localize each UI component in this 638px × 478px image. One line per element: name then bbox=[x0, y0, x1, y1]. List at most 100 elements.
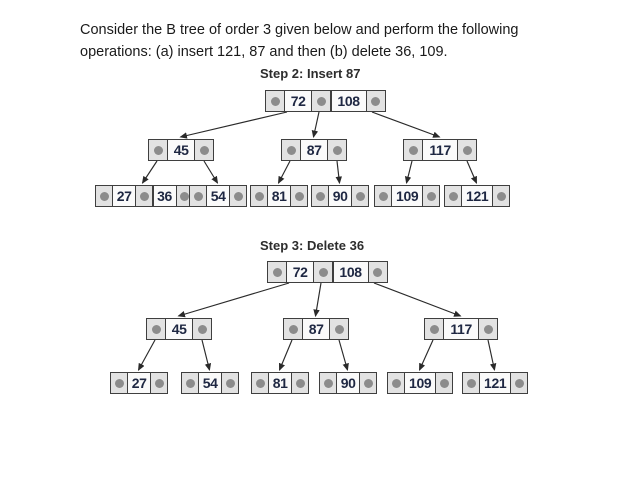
key-cell: 108 bbox=[331, 91, 366, 111]
pointer-cell bbox=[136, 186, 153, 206]
edge-arrow bbox=[179, 111, 288, 139]
key-cell: 54 bbox=[207, 186, 230, 206]
edge-arrow bbox=[487, 339, 497, 372]
key-cell: 108 bbox=[333, 262, 368, 282]
pointer-cell bbox=[388, 373, 404, 393]
btree-node-internal: 45 bbox=[148, 139, 215, 161]
btree-node-leaf: 121 bbox=[444, 185, 511, 207]
pointer-dot-icon bbox=[323, 378, 333, 388]
key-cell: 121 bbox=[462, 186, 493, 206]
btree-node-leaf: 109 bbox=[374, 185, 441, 207]
pointer-dot-icon bbox=[199, 145, 209, 155]
pointer-cell bbox=[147, 319, 165, 339]
btree-node-internal: 117 bbox=[424, 318, 499, 340]
pointer-cell bbox=[328, 140, 347, 160]
key-cell: 36 bbox=[153, 186, 176, 206]
tree-title: Step 2: Insert 87 bbox=[260, 66, 361, 81]
pointer-dot-icon bbox=[363, 378, 373, 388]
pointer-cell bbox=[176, 186, 193, 206]
pointer-dot-icon bbox=[371, 96, 381, 106]
pointer-dot-icon bbox=[286, 145, 296, 155]
key-cell: 27 bbox=[128, 373, 151, 393]
pointer-cell bbox=[284, 319, 302, 339]
btree-node-internal: 45 bbox=[146, 318, 213, 340]
pointer-dot-icon bbox=[334, 324, 344, 334]
pointer-dot-icon bbox=[197, 324, 207, 334]
pointer-cell bbox=[251, 186, 267, 206]
pointer-cell bbox=[230, 186, 247, 206]
pointer-dot-icon bbox=[332, 145, 342, 155]
pointer-dot-icon bbox=[139, 191, 149, 201]
btree-node-leaf: 90 bbox=[311, 185, 370, 207]
key-cell: 109 bbox=[405, 373, 436, 393]
btree-node-internal: 87 bbox=[281, 139, 348, 161]
edge-arrow bbox=[311, 111, 320, 139]
pointer-dot-icon bbox=[373, 267, 383, 277]
pointer-dot-icon bbox=[391, 378, 401, 388]
edge-arrow bbox=[404, 160, 413, 185]
pointer-dot-icon bbox=[233, 191, 243, 201]
key-cell: 90 bbox=[337, 373, 360, 393]
key-cell: 45 bbox=[168, 140, 195, 160]
pointer-dot-icon bbox=[483, 324, 493, 334]
edge-arrow bbox=[313, 282, 322, 318]
edge-arrow bbox=[141, 160, 158, 184]
pointer-dot-icon bbox=[462, 145, 472, 155]
edge-arrow bbox=[335, 160, 342, 185]
pointer-dot-icon bbox=[316, 96, 326, 106]
pointer-cell bbox=[375, 186, 391, 206]
pointer-cell bbox=[511, 373, 528, 393]
key-cell: 81 bbox=[268, 186, 291, 206]
edge-arrow bbox=[177, 282, 290, 318]
edge-arrow bbox=[277, 160, 291, 184]
pointer-dot-icon bbox=[429, 324, 439, 334]
pointer-cell bbox=[312, 186, 328, 206]
pointer-dot-icon bbox=[295, 378, 305, 388]
btree-node-leaf: 54 bbox=[189, 185, 248, 207]
key-cell: 90 bbox=[329, 186, 352, 206]
pointer-cell bbox=[195, 140, 214, 160]
pointer-cell bbox=[312, 91, 331, 111]
tree-title: Step 3: Delete 36 bbox=[260, 238, 365, 253]
pointer-dot-icon bbox=[99, 191, 109, 201]
pointer-dot-icon bbox=[355, 191, 365, 201]
edge-arrow bbox=[338, 339, 349, 372]
problem-statement-line1: Consider the B tree of order 3 given bel… bbox=[80, 22, 519, 38]
pointer-cell bbox=[368, 262, 387, 282]
key-cell: 87 bbox=[303, 319, 330, 339]
pointer-dot-icon bbox=[114, 378, 124, 388]
edge-arrow bbox=[201, 339, 212, 372]
key-cell: 109 bbox=[392, 186, 423, 206]
pointer-dot-icon bbox=[294, 191, 304, 201]
edge-arrow bbox=[137, 339, 156, 371]
edge-arrow bbox=[466, 160, 478, 184]
pointer-cell bbox=[252, 373, 268, 393]
pointer-dot-icon bbox=[154, 378, 164, 388]
pointer-dot-icon bbox=[270, 96, 280, 106]
key-cell: 54 bbox=[199, 373, 222, 393]
pointer-dot-icon bbox=[426, 191, 436, 201]
pointer-cell bbox=[445, 186, 461, 206]
pointer-cell bbox=[360, 373, 377, 393]
pointer-dot-icon bbox=[315, 191, 325, 201]
pointer-cell bbox=[111, 373, 127, 393]
pointer-cell bbox=[282, 140, 300, 160]
pointer-cell bbox=[458, 140, 477, 160]
pointer-dot-icon bbox=[225, 378, 235, 388]
edge-arrow bbox=[373, 282, 462, 317]
pointer-cell bbox=[292, 373, 309, 393]
pointer-cell bbox=[182, 373, 198, 393]
pointer-cell bbox=[190, 186, 206, 206]
pointer-dot-icon bbox=[185, 378, 195, 388]
pointer-cell bbox=[423, 186, 440, 206]
pointer-cell bbox=[314, 262, 333, 282]
problem-statement-line2: operations: (a) insert 121, 87 and then … bbox=[80, 43, 448, 60]
key-cell: 87 bbox=[301, 140, 328, 160]
key-cell: 27 bbox=[113, 186, 136, 206]
pointer-dot-icon bbox=[180, 191, 190, 201]
pointer-cell bbox=[436, 373, 453, 393]
btree-node-leaf: 27 36 bbox=[95, 185, 194, 207]
